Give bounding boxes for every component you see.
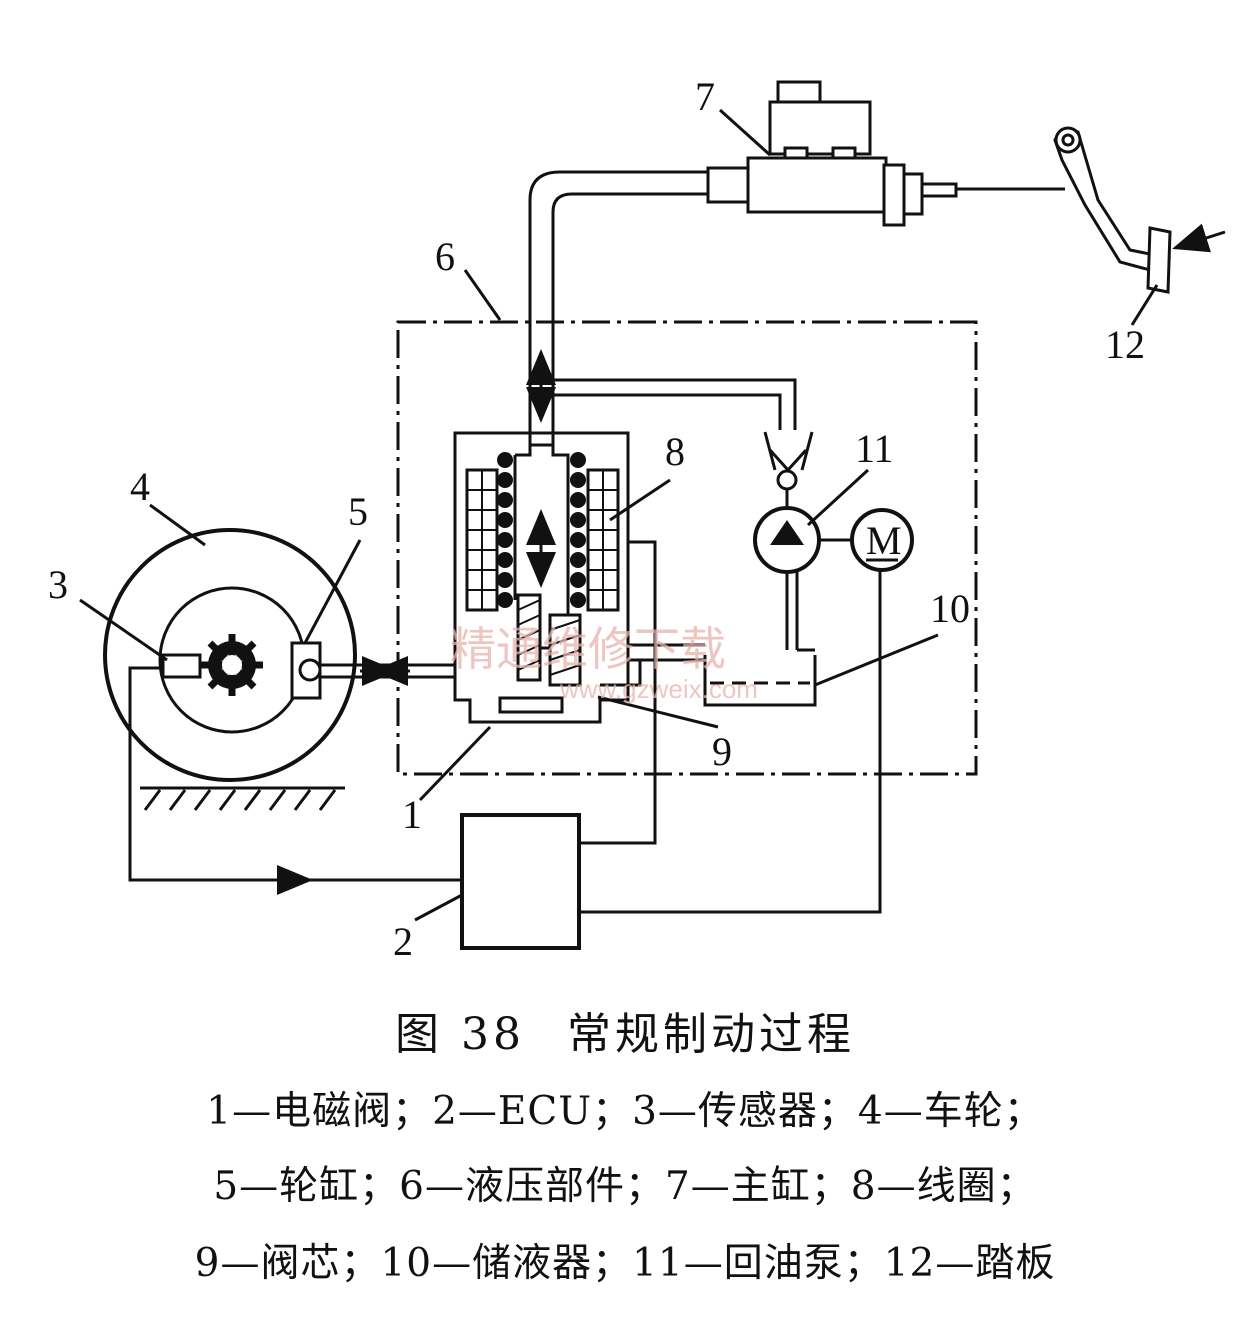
watermark-url: www.gzweix.com — [559, 674, 758, 704]
label-8: 8 — [665, 429, 685, 474]
label-5: 5 — [348, 489, 368, 534]
master-brake-line — [526, 170, 708, 445]
ecu-box — [460, 813, 581, 950]
wheel-speed-sensor — [161, 653, 202, 679]
legend-line-1: 1—电磁阀；2—ECU；3—传感器；4—车轮； — [206, 1089, 1044, 1134]
brake-pedal — [1053, 126, 1172, 294]
label-9: 9 — [712, 729, 732, 774]
master-cylinder — [706, 80, 958, 227]
figure-caption: 图 38 常规制动过程 — [0, 998, 1250, 1062]
pump-return-line — [553, 378, 797, 430]
pump-motor: M — [850, 508, 914, 572]
motor-label: M — [866, 518, 902, 563]
pedal-force-arrow — [1172, 223, 1226, 253]
legend-line-2: 5—轮缸；6—液压部件；7—主缸；8—线圈； — [213, 1164, 1037, 1209]
figure-number: 图 38 — [395, 1009, 525, 1060]
accumulator — [600, 643, 817, 707]
label-3: 3 — [48, 562, 68, 607]
figure-title: 常规制动过程 — [566, 1009, 855, 1060]
wheel-cylinder — [290, 641, 322, 700]
label-11: 11 — [855, 426, 894, 471]
label-10: 10 — [930, 586, 970, 631]
leader-lines — [79, 108, 1159, 922]
label-12: 12 — [1105, 322, 1145, 367]
label-4: 4 — [130, 464, 150, 509]
label-6: 6 — [435, 234, 455, 279]
hydraulic-unit-boundary — [396, 320, 978, 776]
legend-line-3: 9—阀芯；10—储液器；11—回油泵；12—踏板 — [194, 1241, 1056, 1286]
tone-ring — [201, 634, 263, 696]
watermark-text: 精通维修下载 — [450, 622, 726, 676]
label-1: 1 — [402, 792, 422, 837]
coil — [465, 452, 620, 612]
valve-spool — [516, 593, 582, 687]
signal-wires — [128, 540, 882, 914]
return-pump — [753, 490, 852, 650]
ground-hatch — [140, 786, 345, 811]
label-2: 2 — [393, 919, 413, 964]
brake-system-diagram: M — [48, 74, 1226, 964]
check-valve — [763, 431, 814, 491]
label-7: 7 — [695, 74, 715, 119]
